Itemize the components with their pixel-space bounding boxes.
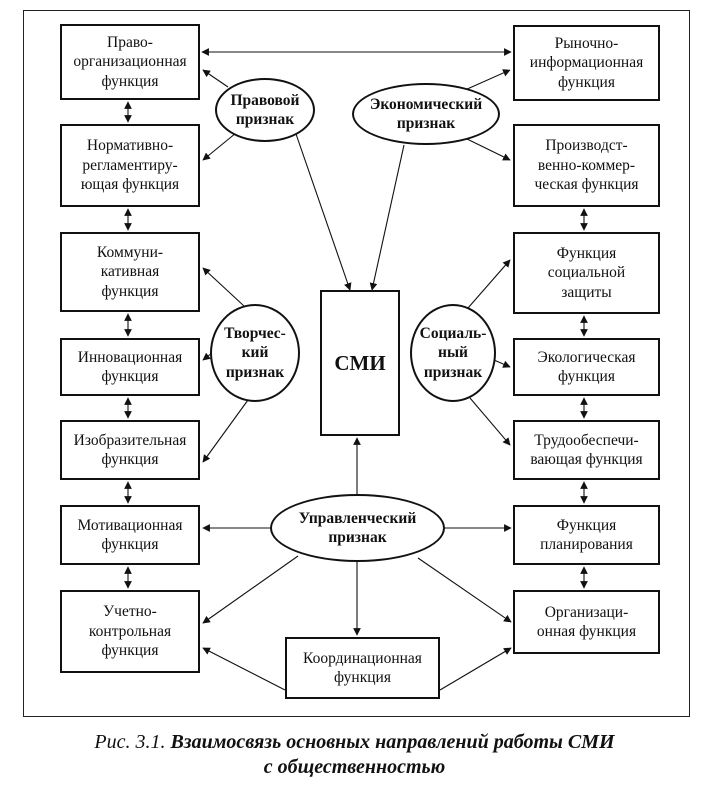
- ellipse-upravlencheskiy: Управленческий признак: [270, 494, 445, 562]
- box-ekologicheskaya: Экологическая функция: [513, 338, 660, 396]
- edge-koord-org: [439, 647, 512, 691]
- box-normativno-reglamentiruyushchaya: Нормативно- регламентиру- ющая функция: [60, 124, 200, 207]
- edge-pravovoy-normativ: [202, 132, 237, 161]
- box-planirovaniya: Функция планирования: [513, 505, 660, 565]
- ellipse-ekonomicheskiy: Экономический признак: [352, 83, 500, 145]
- box-sotsialnoy-zashchity: Функция социальной защиты: [513, 232, 660, 314]
- edge-pravovoy-pravo: [202, 69, 229, 88]
- box-organizatsionnaya: Организаци- онная функция: [513, 590, 660, 654]
- caption-title-line2: с общественностью: [263, 756, 446, 778]
- box-proizvodstvenno-kommercheskaya: Производст- венно-коммер- ческая функция: [513, 124, 660, 207]
- edge-ekonom-proizv: [464, 137, 511, 161]
- caption-prefix: Рис. 3.1.: [94, 731, 171, 753]
- edge-uprav-uchet: [202, 555, 299, 624]
- edge-ekonom-smi: [369, 144, 405, 291]
- ellipse-tvorcheskiy: Творчес- кий признак: [210, 304, 300, 402]
- edge-social-socz: [467, 259, 511, 309]
- box-uchetno-kontrolnaya: Учетно- контрольная функция: [60, 590, 200, 673]
- edge-koord-uchet: [202, 647, 286, 691]
- edge-pravovoy-smi: [295, 133, 352, 291]
- ellipse-pravovoy: Правовой признак: [215, 78, 315, 142]
- edge-ekonom-rynoch: [464, 69, 511, 91]
- edge-uprav-org: [417, 557, 512, 623]
- box-kommunikativnaya: Коммуни- кативная функция: [60, 232, 200, 312]
- ellipse-sotsialnyy: Социаль- ный признак: [410, 304, 496, 402]
- edge-tvorch-izobr: [202, 399, 249, 463]
- figure-frame: [23, 10, 690, 717]
- box-pravo-organizatsionnaya: Право- организационная функция: [60, 24, 200, 100]
- box-rynochno-informatsionnaya: Рыночно- информационная функция: [513, 25, 660, 101]
- caption-title-line1: Взаимосвязь основных направлений работы …: [170, 731, 615, 753]
- box-innovatsionnaya: Инновационная функция: [60, 338, 200, 396]
- edge-tvorch-kommun: [202, 267, 245, 307]
- box-motivatsionnaya: Мотивационная функция: [60, 505, 200, 565]
- box-koordinatsionnaya: Координационная функция: [285, 637, 440, 699]
- box-trudoobespechivayushchaya: Трудообеспечи- вающая функция: [513, 420, 660, 480]
- edge-social-ekol: [493, 359, 511, 368]
- edge-social-trud: [469, 397, 511, 446]
- figure-caption: Рис. 3.1. Взаимосвязь основных направлен…: [0, 730, 709, 780]
- smi-center-box: СМИ: [320, 290, 400, 436]
- box-izobrazitelnaya: Изобразительная функция: [60, 420, 200, 480]
